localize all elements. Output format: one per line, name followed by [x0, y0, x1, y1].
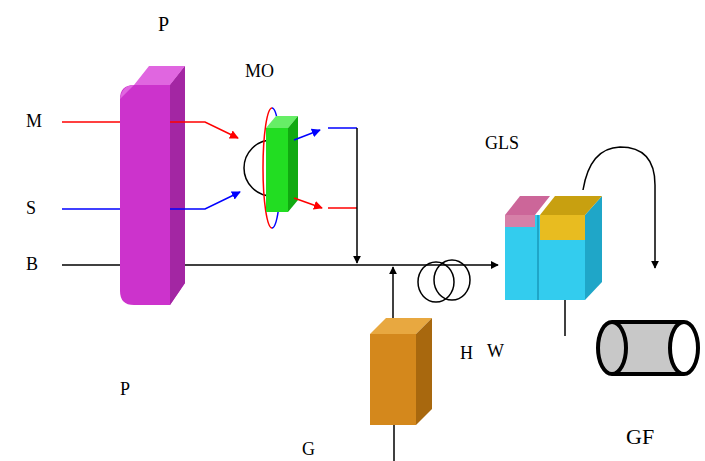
part-label: M: [26, 112, 42, 130]
part-label: G: [302, 440, 315, 458]
m-beam: [294, 198, 322, 208]
g-box-side: [416, 318, 432, 425]
part-label: P: [158, 14, 169, 34]
g-box-front: [370, 334, 416, 425]
gf-outline: [612, 372, 684, 376]
m-beam: [170, 122, 238, 138]
part-label: S: [26, 199, 36, 217]
g-beam: [392, 267, 394, 322]
gf-outline: [612, 320, 684, 324]
gls-gap: [537, 215, 539, 300]
part-label: H: [460, 344, 473, 362]
s-beam: [328, 127, 357, 129]
s-beam: [294, 130, 320, 140]
part-label: W: [487, 342, 504, 360]
mo-crystal-side: [288, 116, 298, 212]
part-label: P: [120, 380, 130, 398]
part-label: GLS: [485, 134, 519, 152]
combine-line: [356, 128, 358, 263]
part-label: B: [26, 255, 38, 273]
fiber-coil: [418, 262, 454, 302]
fiber-coil: [434, 260, 470, 300]
part-label: GF: [626, 426, 654, 448]
gls-top-right: [540, 196, 602, 215]
gf-end: [670, 322, 698, 374]
plate-front: [120, 66, 185, 305]
gls-front: [505, 215, 585, 300]
m-beam: [328, 207, 357, 209]
g-wire: [393, 425, 395, 461]
s-beam: [170, 192, 240, 209]
part-label: MO: [245, 62, 274, 80]
output-arrow: [583, 147, 655, 268]
gls-band-right: [540, 215, 585, 240]
gls-band-left: [505, 215, 535, 227]
w-wire: [564, 300, 566, 336]
mo-crystal-front: [266, 128, 288, 212]
gf-end: [598, 322, 626, 374]
plate-side: [170, 66, 185, 305]
